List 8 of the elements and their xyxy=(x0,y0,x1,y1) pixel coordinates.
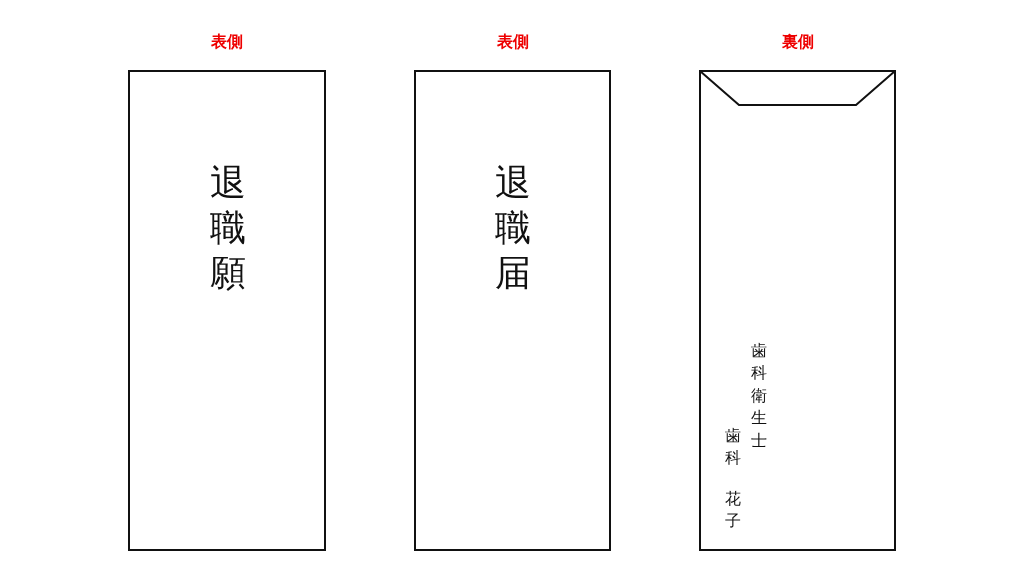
sender-text: 歯科衛生士 xyxy=(751,340,767,452)
envelope-title: 退職届 xyxy=(495,161,531,295)
side-label: 表側 xyxy=(210,32,244,53)
side-label: 裏側 xyxy=(780,32,815,53)
sender-text: 花子 xyxy=(725,488,741,533)
sender-text: 歯科 xyxy=(725,425,741,470)
side-label: 表側 xyxy=(495,32,530,53)
envelope-title: 退職願 xyxy=(210,161,246,295)
